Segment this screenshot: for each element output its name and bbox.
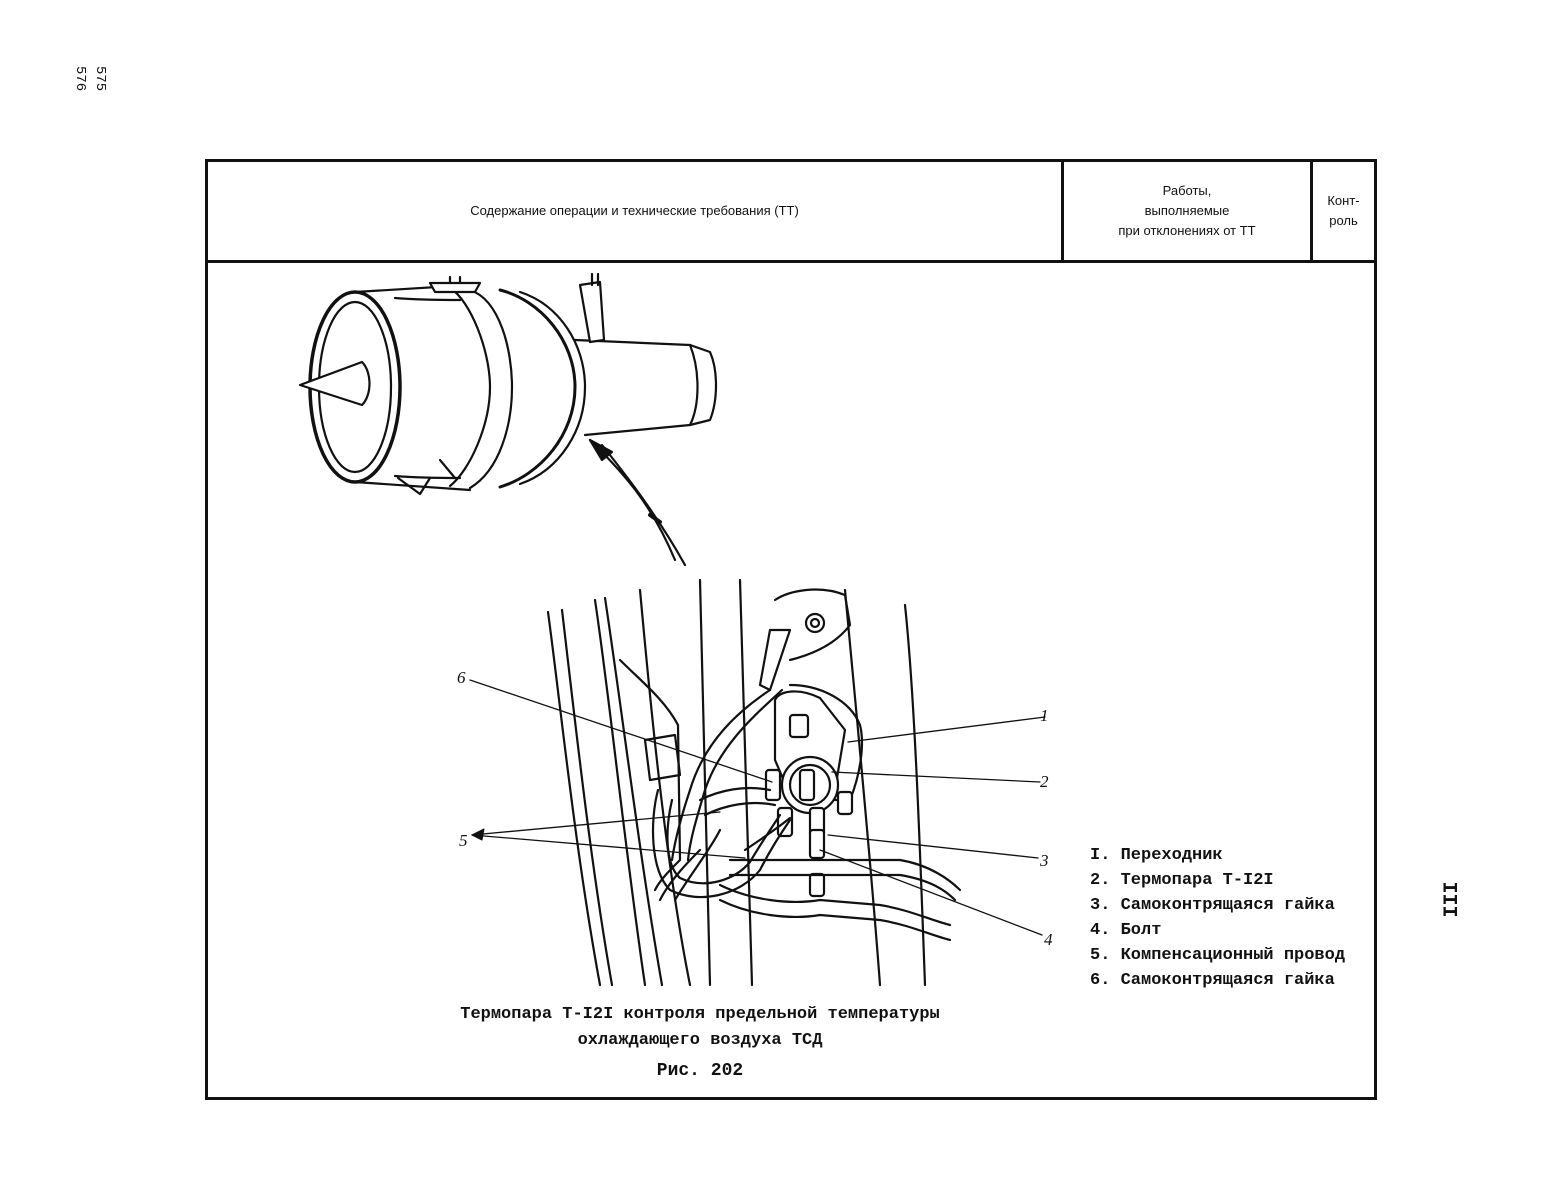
parts-legend: I. Переходник 2. Термопара Т-I2I 3. Само…: [1090, 843, 1345, 993]
header-content-column: Содержание операции и технические требов…: [470, 203, 799, 218]
caption-line: Термопара Т-I2I контроля предельной темп…: [460, 1005, 940, 1024]
legend-item: 3. Самоконтрящаяся гайка: [1090, 896, 1335, 915]
callout-3: 3: [1040, 851, 1049, 870]
caption-line: охлаждающего воздуха ТСД: [577, 1031, 823, 1050]
header-control-column: Конт- роль: [1313, 162, 1374, 260]
document-frame: Содержание операции и технические требов…: [205, 159, 1377, 1100]
legend-item: 4. Болт: [1090, 921, 1162, 940]
leader-lines: [469, 679, 1046, 936]
legend-item: 2. Термопара Т-I2I: [1090, 871, 1274, 890]
legend-item: 6. Самоконтрящаяся гайка: [1090, 971, 1335, 990]
legend-item: 5. Компенсационный провод: [1090, 946, 1346, 965]
section-mark: III: [1436, 881, 1460, 918]
header-work-column: Работы, выполняемые при отклонениях от Т…: [1064, 162, 1310, 260]
figure-number: Рис. 202: [656, 1061, 744, 1081]
mounting-assembly-drawing: [546, 578, 962, 987]
header-work-line: при отклонениях от ТТ: [1118, 223, 1256, 238]
header-work-line: Работы,: [1162, 183, 1212, 198]
callout-5: 5: [459, 831, 468, 850]
callout-4: 4: [1044, 930, 1053, 949]
callout-2: 2: [1040, 772, 1049, 791]
callout-6: 6: [457, 668, 466, 687]
header-work-line: выполняемые: [1144, 203, 1230, 218]
callout-1: 1: [1040, 706, 1049, 725]
legend-item: I. Переходник: [1090, 846, 1223, 865]
thermocouple-housing-drawing: [298, 272, 718, 567]
figure-caption: Термопара Т-I2I контроля предельной темп…: [420, 1002, 980, 1054]
table-header: Содержание операции и технические требов…: [208, 162, 1374, 263]
header-control-line: Конт-: [1327, 193, 1360, 208]
header-control-line: роль: [1329, 213, 1358, 228]
